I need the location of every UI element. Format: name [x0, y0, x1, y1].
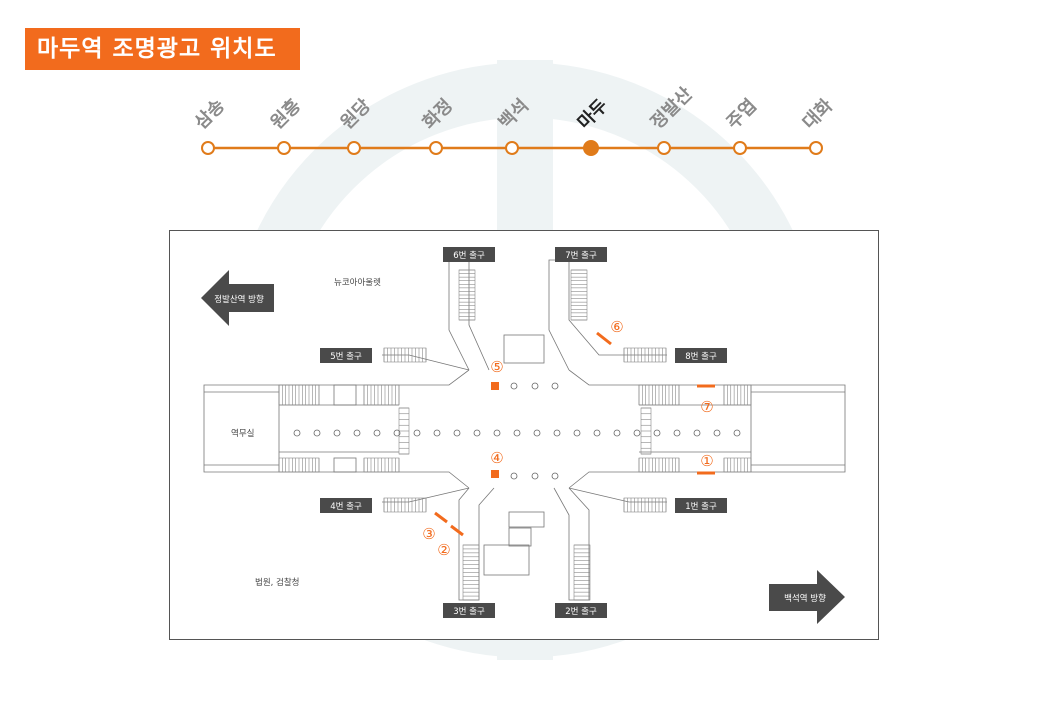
pillar — [551, 382, 559, 390]
station-name: 백석 — [495, 95, 533, 133]
station-dot — [657, 141, 671, 155]
station-name: 삼송 — [191, 95, 229, 133]
exit-6-label: 6번 출구 — [453, 250, 485, 261]
pillar — [673, 429, 681, 437]
station-dot — [505, 141, 519, 155]
ad-positions — [434, 331, 715, 537]
station-name: 마두 — [574, 95, 612, 133]
stairs — [278, 269, 752, 601]
pillar — [433, 429, 441, 437]
subway-line: 삼송 원흥 원당 화정 백석 마두 정발산 주엽 대화 — [191, 83, 838, 156]
ad-marker-5: ⑤ — [490, 358, 503, 376]
ad-marker-4: ④ — [490, 449, 503, 467]
station-name: 대화 — [799, 95, 838, 134]
direction-arrow-left: 정발산역 방향 — [201, 270, 274, 326]
pillar — [653, 429, 661, 437]
pillar — [713, 429, 721, 437]
exit-2-label: 2번 출구 — [565, 606, 597, 617]
ad-square-4 — [491, 470, 499, 478]
exit-1-label: 1번 출구 — [685, 501, 717, 512]
page-title: 마두역 조명광고 위치도 — [25, 28, 300, 70]
station-dot — [347, 141, 361, 155]
station-name: 화정 — [419, 95, 457, 133]
station-name: 원흥 — [266, 95, 305, 134]
pillar — [613, 429, 621, 437]
pillar — [313, 429, 321, 437]
station-name: 원당 — [337, 95, 376, 134]
exit-8-label: 8번 출구 — [685, 351, 717, 362]
station-dot — [809, 141, 823, 155]
exit-5-badge — [320, 348, 372, 363]
ad-marker-7: ⑦ — [700, 398, 713, 416]
pillar — [510, 472, 518, 480]
direction-right-label: 백석역 방향 — [784, 593, 826, 604]
pillar — [693, 429, 701, 437]
station-dot — [583, 140, 599, 156]
exit-3-label: 3번 출구 — [453, 606, 485, 617]
exit-7-badge — [555, 247, 607, 262]
ad-bar-2 — [434, 511, 448, 524]
exit-8-badge — [675, 348, 727, 363]
station-dot — [429, 141, 443, 155]
pillar — [531, 472, 539, 480]
exit-2-badge — [555, 603, 607, 618]
pillar — [513, 429, 521, 437]
pillars — [293, 382, 741, 480]
pillar — [373, 429, 381, 437]
ad-marker-2: ② — [437, 541, 450, 559]
ad-bar-6 — [596, 331, 612, 346]
pillar — [531, 382, 539, 390]
exit-6-badge — [443, 247, 495, 262]
direction-arrow-right: 백석역 방향 — [769, 570, 845, 624]
pillar — [393, 429, 401, 437]
ad-marker-6: ⑥ — [610, 318, 623, 336]
exit-4-badge — [320, 498, 372, 513]
exit-5-label: 5번 출구 — [330, 351, 362, 362]
exit-1-badge — [675, 498, 727, 513]
landmark-court: 법원, 검찰청 — [255, 577, 300, 588]
station-map: 정발산역 방향 백석역 방향 뉴코아아울렛 역무실 법원, 검찰청 1번 출구 2… — [169, 230, 879, 640]
landmark-outlet: 뉴코아아울렛 — [334, 277, 381, 288]
pillar — [473, 429, 481, 437]
pillar — [573, 429, 581, 437]
exit-4-label: 4번 출구 — [330, 501, 362, 512]
station-name: 주엽 — [723, 95, 761, 133]
pillar — [553, 429, 561, 437]
ad-marker-3: ③ — [422, 525, 435, 543]
pillar — [733, 429, 741, 437]
ad-marker-1: ① — [700, 452, 713, 470]
map-frame — [169, 230, 879, 640]
pillar — [293, 429, 301, 437]
station-name: 정발산 — [647, 83, 697, 133]
pillar — [453, 429, 461, 437]
pillar — [633, 429, 641, 437]
exit-7-label: 7번 출구 — [565, 250, 597, 261]
station-dot — [277, 141, 291, 155]
pillar — [413, 429, 421, 437]
pillar — [493, 429, 501, 437]
station-dot — [201, 141, 215, 155]
pillar — [510, 382, 518, 390]
pillar — [533, 429, 541, 437]
pillar — [593, 429, 601, 437]
ad-square-5 — [491, 382, 499, 390]
direction-left-label: 정발산역 방향 — [214, 294, 264, 305]
exit-3-badge — [443, 603, 495, 618]
station-dot — [733, 141, 747, 155]
landmark-office: 역무실 — [231, 428, 254, 439]
ad-bar-3 — [450, 524, 464, 537]
pillar — [551, 472, 559, 480]
pillar — [353, 429, 361, 437]
pillar — [333, 429, 341, 437]
